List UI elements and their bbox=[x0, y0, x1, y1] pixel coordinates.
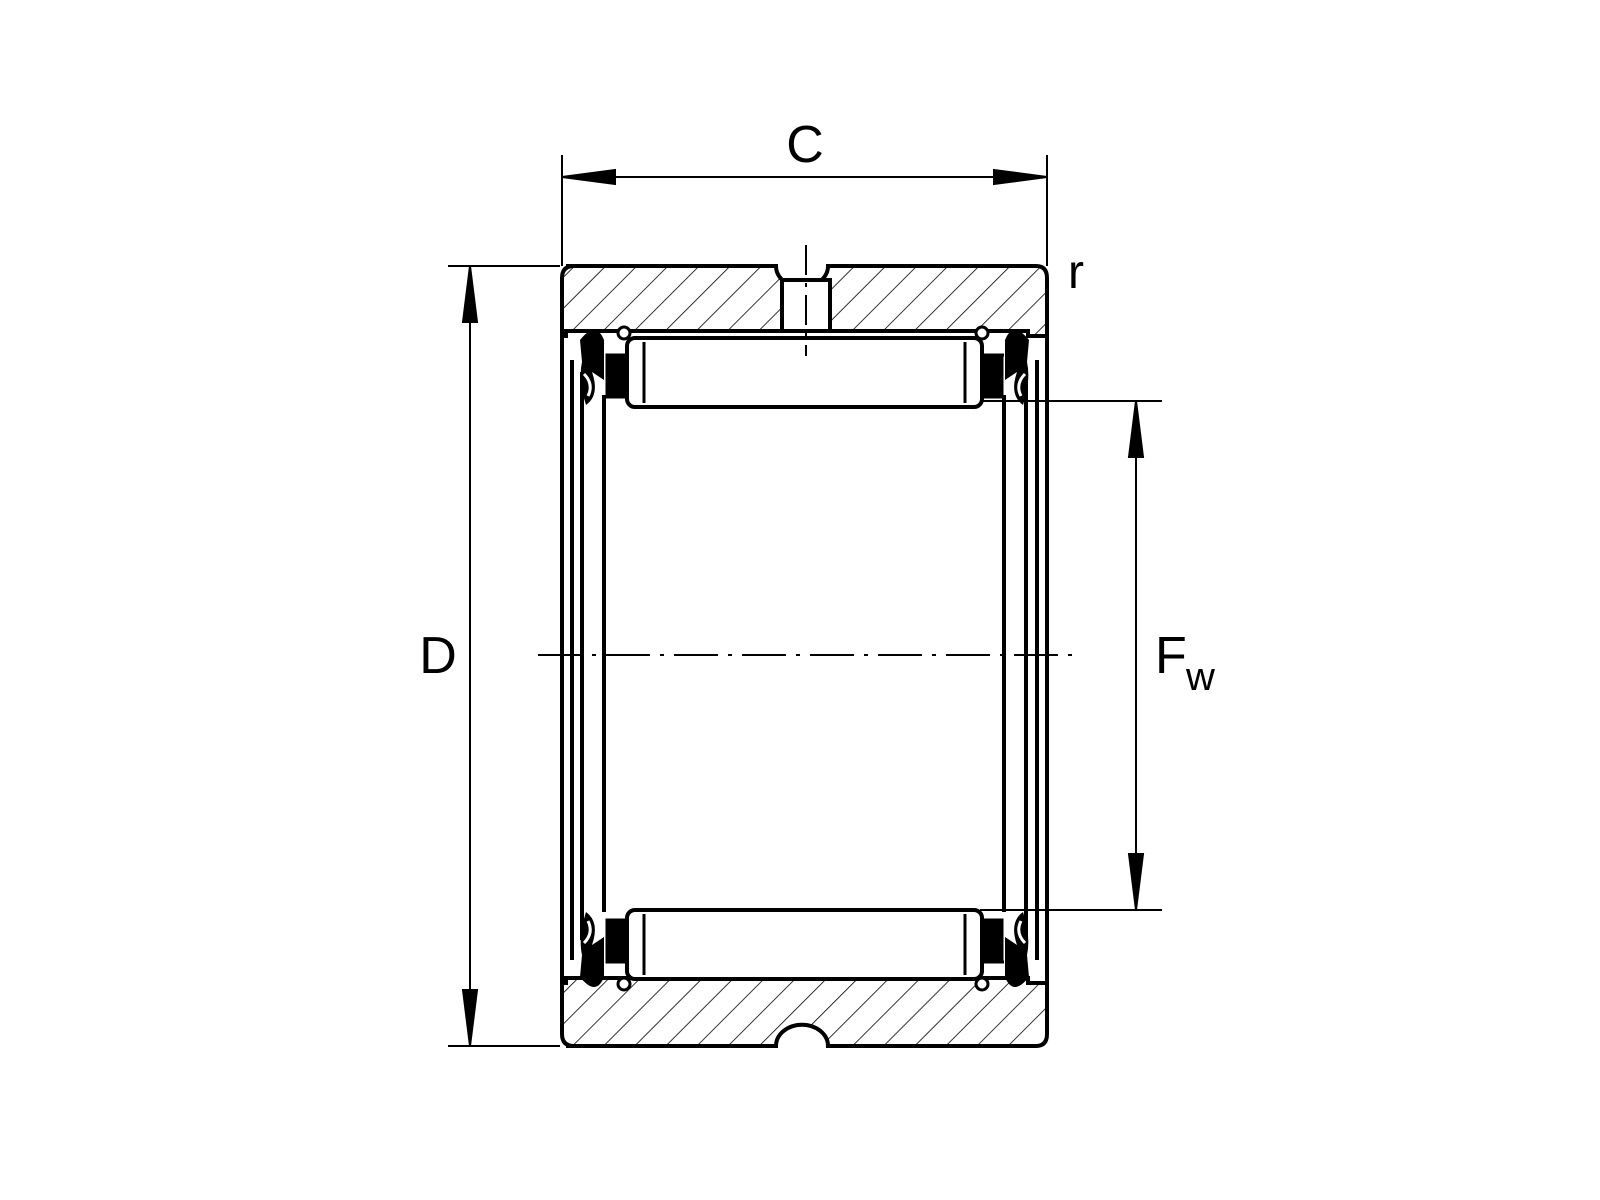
needle-roller-bottom bbox=[625, 908, 984, 981]
label-w: w bbox=[1185, 655, 1215, 699]
outer-ring-top bbox=[560, 264, 1049, 338]
label-c: C bbox=[786, 116, 824, 174]
dimension-fw bbox=[980, 400, 1162, 911]
label-f: F bbox=[1155, 627, 1187, 685]
outer-ring-bottom bbox=[560, 976, 1049, 1048]
cage-details bbox=[605, 325, 1004, 992]
center-lines bbox=[538, 245, 1072, 656]
seal-top-right bbox=[1005, 330, 1029, 405]
seal-bottom-right bbox=[1005, 912, 1029, 987]
label-r: r bbox=[1068, 246, 1084, 299]
seal-top-left bbox=[580, 330, 604, 405]
dimension-d bbox=[448, 265, 560, 1047]
dimension-c bbox=[561, 155, 1048, 266]
outer-ring-walls bbox=[560, 336, 1049, 983]
seal-bottom-left bbox=[580, 912, 604, 987]
needle-roller-top bbox=[625, 336, 984, 409]
label-d: D bbox=[419, 627, 457, 685]
